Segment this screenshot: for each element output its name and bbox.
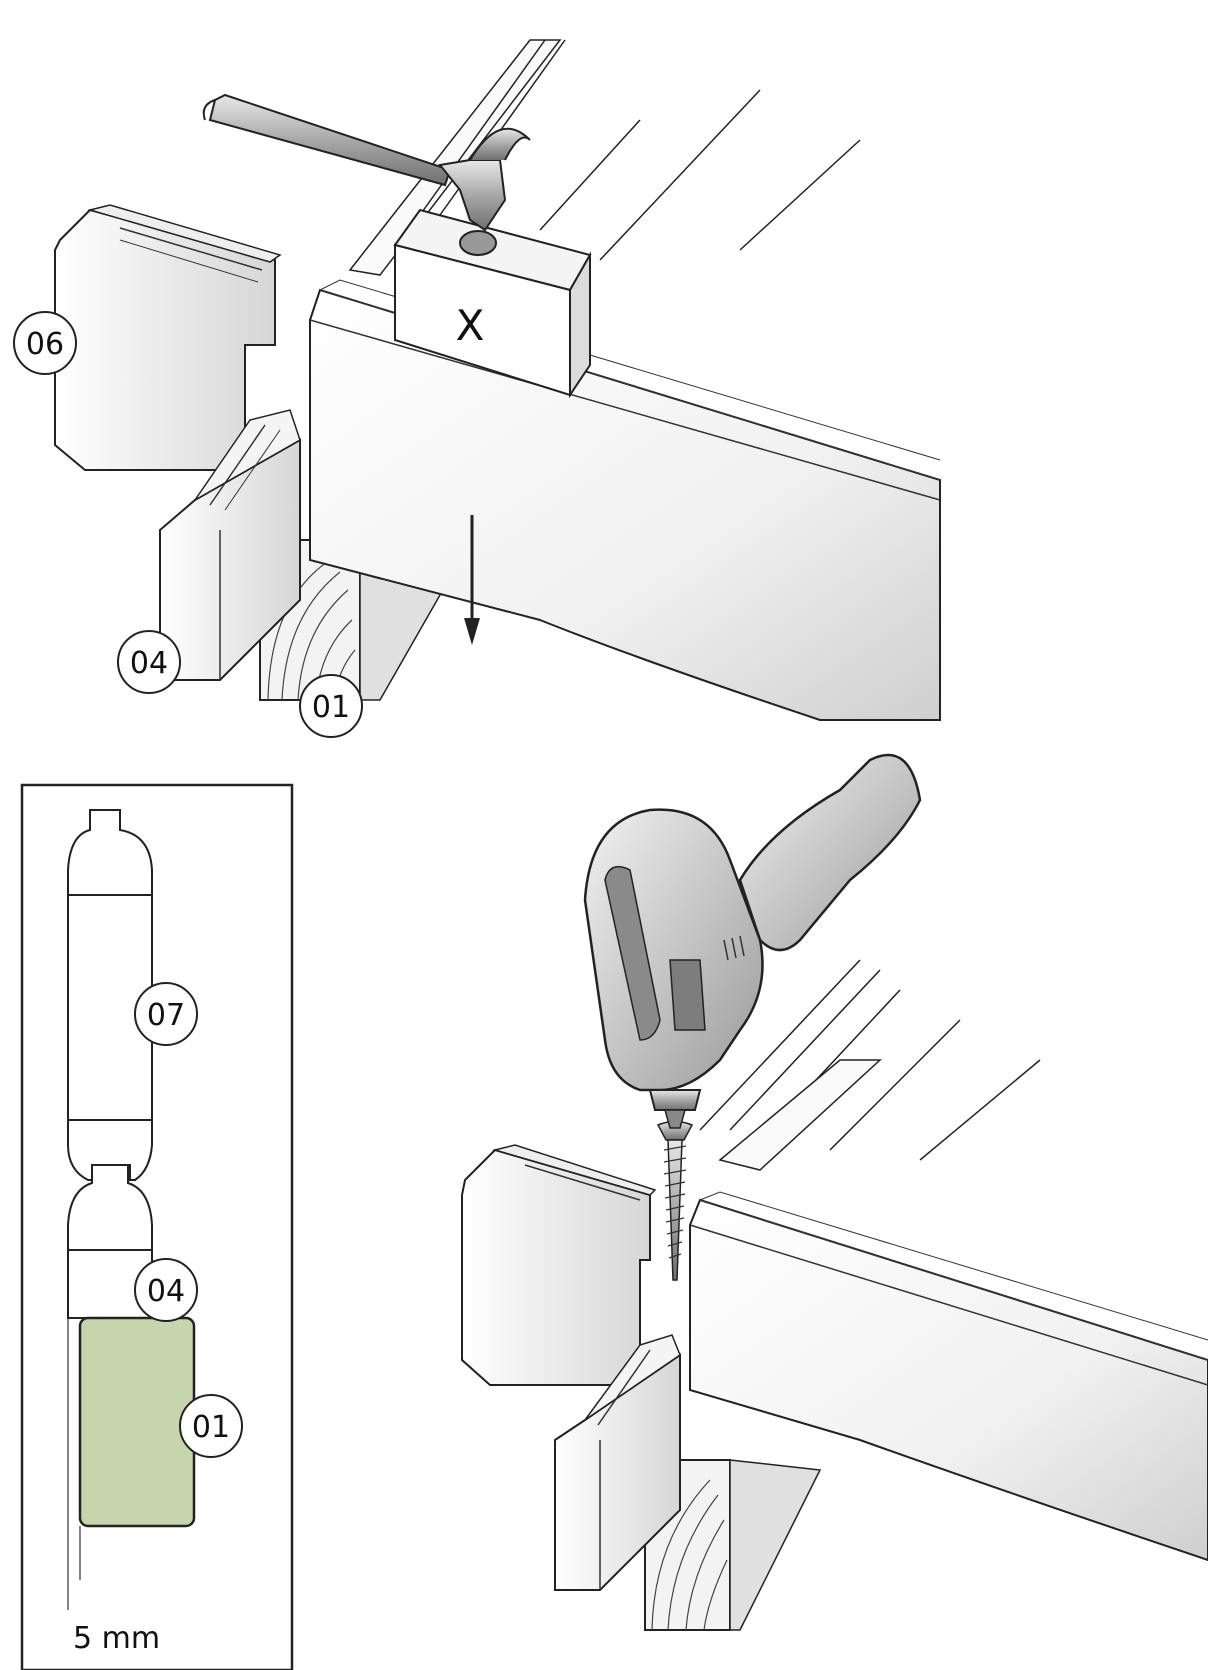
callout-04-top-label: 04	[130, 646, 168, 681]
section-view: 5 mm 07 04 01	[20, 783, 294, 1670]
background-deck-boards-2	[699, 959, 1041, 1171]
callout-01-section-label: 01	[192, 1410, 230, 1445]
callout-01-top: 01	[299, 674, 363, 738]
block-label: X	[456, 301, 485, 350]
board-06	[54, 204, 282, 471]
callout-04-section-label: 04	[147, 1274, 185, 1309]
section-frame	[20, 783, 294, 1670]
top-scene: X 06 04 01	[13, 39, 941, 738]
callout-04-section: 04	[134, 1258, 198, 1322]
callout-06-label: 06	[26, 327, 64, 362]
callout-06: 06	[13, 311, 77, 375]
screw-scene	[461, 753, 1208, 1631]
drill-icon	[583, 753, 922, 1129]
section-joist-01	[78, 1316, 196, 1528]
callout-01-section: 01	[179, 1394, 243, 1458]
hammer-icon	[202, 93, 531, 256]
dimension-label: 5 mm	[73, 1621, 160, 1656]
callout-01-top-label: 01	[312, 690, 350, 725]
section-board-07	[67, 809, 153, 1181]
screw-icon	[656, 1120, 694, 1281]
screw-scene-board-left	[461, 1144, 657, 1386]
callout-07-label: 07	[147, 998, 185, 1033]
screw-scene-board-right	[689, 1191, 1208, 1562]
callout-07: 07	[134, 982, 198, 1046]
down-arrow-icon	[464, 515, 480, 645]
screw-scene-board-lower	[554, 1334, 681, 1591]
dimension-5mm	[67, 1318, 81, 1610]
callout-04-top: 04	[117, 630, 181, 694]
